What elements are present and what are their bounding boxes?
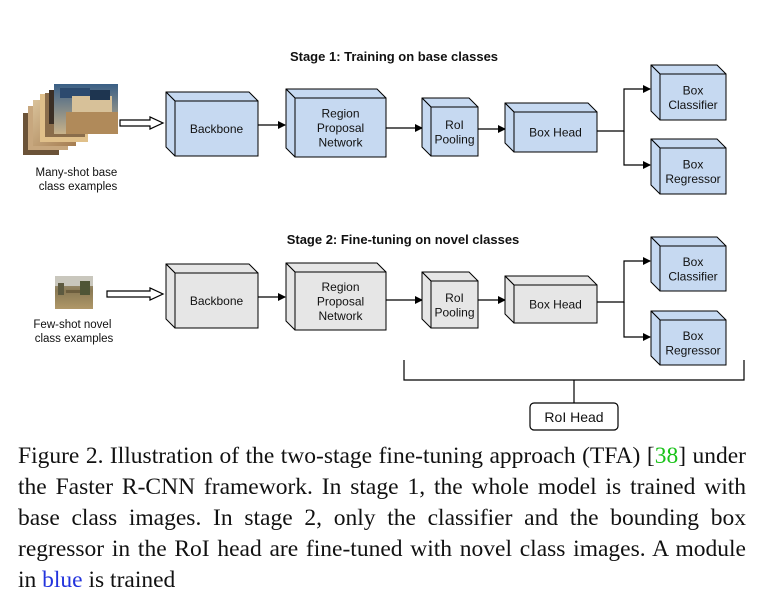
stage2-input-label: Few-shot novel class examples xyxy=(33,319,114,345)
base-class-image-stack xyxy=(23,84,118,155)
stage2-box-classifier-label: Box xyxy=(683,255,704,269)
roi-head-box xyxy=(529,402,619,431)
caption-text-3: is trained xyxy=(82,567,176,593)
stage2-split-to-classifier xyxy=(597,257,651,303)
stage2-rpn-label: Network xyxy=(318,309,363,323)
stage1-box-classifier-label: Classifier xyxy=(668,98,717,112)
stage1-box-classifier-label: Box xyxy=(683,83,704,97)
stage1-rpn-label: Proposal xyxy=(317,121,364,135)
stage2-backbone-box: Backbone xyxy=(165,263,259,329)
novel-class-image xyxy=(55,276,93,309)
stage2-box-regressor-label: Regressor xyxy=(665,343,720,357)
stage1-box-regressor-label: Regressor xyxy=(665,172,720,186)
stage1-box-regressor-label: Box xyxy=(683,157,704,171)
stage1-split-to-regressor xyxy=(623,131,651,169)
stage1-input-label: Many-shot base class examples xyxy=(35,167,120,193)
stage2-roi-pooling-label: Pooling xyxy=(434,305,474,319)
roi-head-label: RoI Head xyxy=(544,409,603,425)
caption-text-2: ] under the Faster R-CNN framework. In s… xyxy=(18,443,746,593)
stage1-roi-pooling-label: RoI xyxy=(445,118,464,132)
stage1-rpn-label: Region xyxy=(321,107,359,121)
stage1-rpn-label: Network xyxy=(318,136,363,150)
stage2-backbone-label: Backbone xyxy=(190,294,244,308)
stage2-box-head-box: Box Head xyxy=(504,275,598,324)
stage2-box-regressor-label: Box xyxy=(683,329,704,343)
stage2-rpn-label: Proposal xyxy=(317,295,364,309)
stage1-box-head-label: Box Head xyxy=(529,126,582,140)
citation-link[interactable]: 38 xyxy=(654,443,679,469)
stage1-roi-pooling-label: Pooling xyxy=(434,132,474,146)
stage2-roi-pooling-label: RoI xyxy=(445,291,464,305)
tfa-diagram: Stage 1: Training on base classes Stage … xyxy=(23,49,745,431)
connectors xyxy=(106,85,745,404)
stage1-backbone-label: Backbone xyxy=(190,122,244,136)
stage2-box-head-label: Box Head xyxy=(529,298,582,312)
stage1-split-to-classifier xyxy=(597,85,651,132)
stage1-backbone-box: Backbone xyxy=(165,91,259,157)
stage2-box-classifier-label: Classifier xyxy=(668,269,717,283)
stage1-title: Stage 1: Training on base classes xyxy=(290,49,498,64)
caption-text-1: Figure 2. Illustration of the two-stage … xyxy=(18,443,655,469)
stage2-split-to-regressor xyxy=(623,302,651,341)
stage2-input-arrow xyxy=(106,287,165,301)
caption-blue-word: blue xyxy=(42,567,83,593)
stage2-rpn-label: Region xyxy=(321,280,359,294)
figure-caption: Figure 2. Illustration of the two-stage … xyxy=(18,441,746,596)
stage2-title: Stage 2: Fine-tuning on novel classes xyxy=(287,232,520,247)
stage1-box-head-box: Box Head xyxy=(504,102,598,153)
stage1-input-arrow xyxy=(119,116,165,130)
